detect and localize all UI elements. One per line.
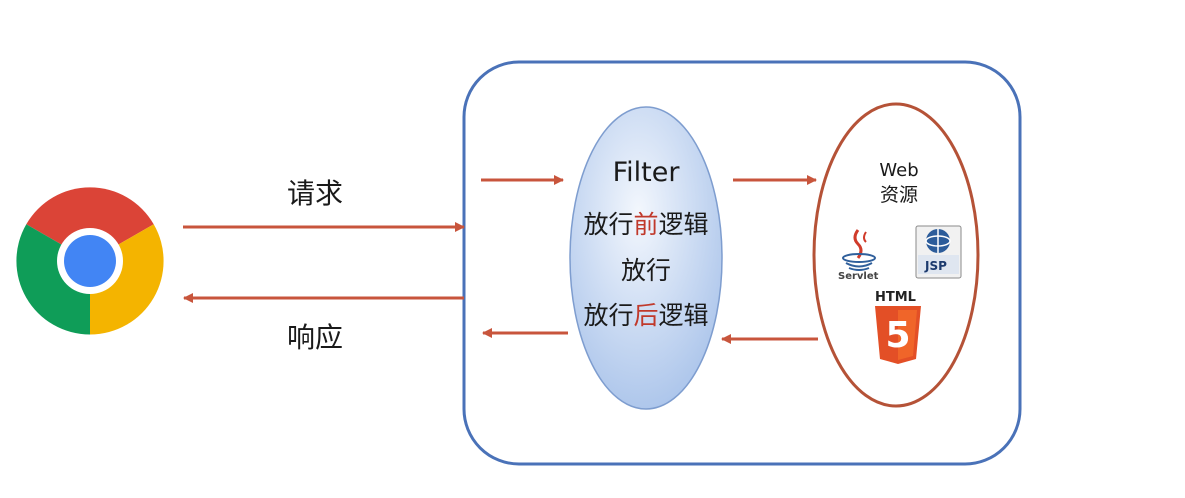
filter-line1-suffix: 逻辑	[658, 210, 709, 239]
java-servlet-icon	[842, 229, 876, 271]
web-resource-subtitle: 资源	[879, 184, 918, 206]
server-container	[462, 60, 1022, 466]
filter-title: Filter	[612, 157, 680, 188]
html-label: HTML	[875, 290, 916, 305]
html5-icon: 5	[875, 306, 921, 364]
jsp-icon	[915, 225, 962, 279]
jsp-label: JSP	[925, 259, 947, 273]
filter-line-after-logic: 放行后逻辑	[572, 303, 720, 328]
servlet-label: Servlet	[838, 271, 879, 282]
html5-badge: 5	[885, 315, 910, 356]
filter-line3-highlight: 后	[633, 301, 659, 330]
filter-line3-prefix: 放行	[583, 301, 634, 330]
request-label: 请求	[287, 177, 344, 210]
filter-line1-highlight: 前	[633, 210, 659, 239]
filter-line3-suffix: 逻辑	[658, 301, 709, 330]
filter-line-pass: 放行	[620, 256, 671, 285]
web-resource-title: Web	[879, 160, 919, 181]
web-resource-ellipse	[812, 102, 980, 408]
chrome-browser-icon	[16, 187, 164, 335]
response-label: 响应	[287, 321, 344, 354]
filter-line1-prefix: 放行	[583, 210, 634, 239]
filter-line-before-logic: 放行前逻辑	[572, 212, 720, 237]
filter-ellipse	[569, 106, 723, 410]
